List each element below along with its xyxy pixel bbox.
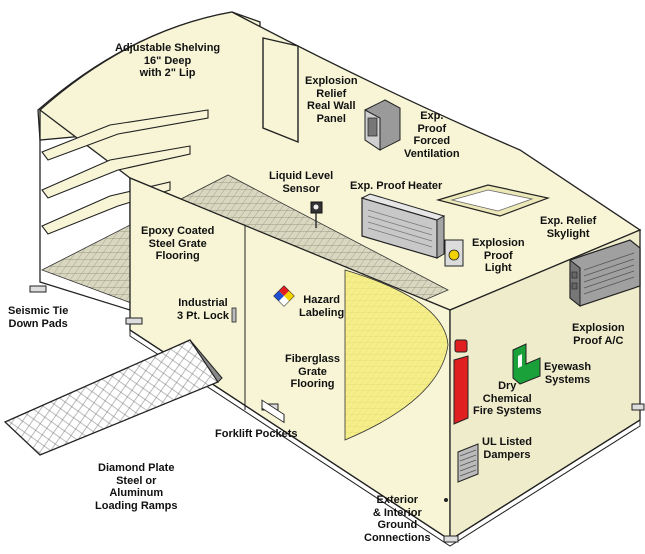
relief-wall-panel [262,37,299,144]
label-eyewash: Eyewash Systems [544,361,592,386]
label-proof-ac: Explosion Proof A/C [572,322,625,347]
dampers-grille [457,443,479,483]
liquid-level-sensor [310,201,323,228]
label-dry-chemical: Dry Chemical Fire Systems [473,380,542,417]
forklift-pocket [261,399,285,424]
label-forklift-pockets: Forklift Pockets [215,428,298,440]
ac-unit [569,239,641,308]
proof-light-fixture [444,239,464,267]
label-fiberglass-grate: Fiberglass Grate Flooring [285,353,341,390]
ventilation-unit [364,99,401,151]
fiberglass-floor [344,269,449,441]
label-adjustable-shelving: Adjustable Shelving 16" Deep with 2" Lip [115,42,221,79]
label-explosion-relief-wall: Explosion Relief Real Wall Panel [305,75,358,125]
label-proof-heater: Exp. Proof Heater [350,180,443,192]
label-forced-ventilation: Exp. Proof Forced Ventilation [404,110,460,160]
label-seismic-pads: Seismic Tie Down Pads [8,305,69,330]
roof [38,11,642,311]
label-epoxy-grate: Epoxy Coated Steel Grate Flooring [141,225,215,262]
label-liquid-level-sensor: Liquid Level Sensor [269,170,334,195]
hazard-diamond [273,285,295,307]
label-proof-light: Explosion Proof Light [472,237,525,274]
loading-ramp [3,339,223,456]
lock-handle [231,307,237,323]
eyewash-station [512,343,541,385]
label-relief-skylight: Exp. Relief Skylight [540,215,597,240]
label-industrial-lock: Industrial 3 Pt. Lock [177,297,229,322]
label-ground-connections: Exterior & Interior Ground Connections [364,494,431,544]
label-loading-ramps: Diamond Plate Steel or Aluminum Loading … [95,462,178,512]
fire-extinguisher [453,339,469,425]
label-hazard-labeling: Hazard Labeling [299,294,345,319]
label-ul-dampers: UL Listed Dampers [482,436,532,461]
ground-connection [444,498,448,502]
heater-unit [360,193,446,259]
